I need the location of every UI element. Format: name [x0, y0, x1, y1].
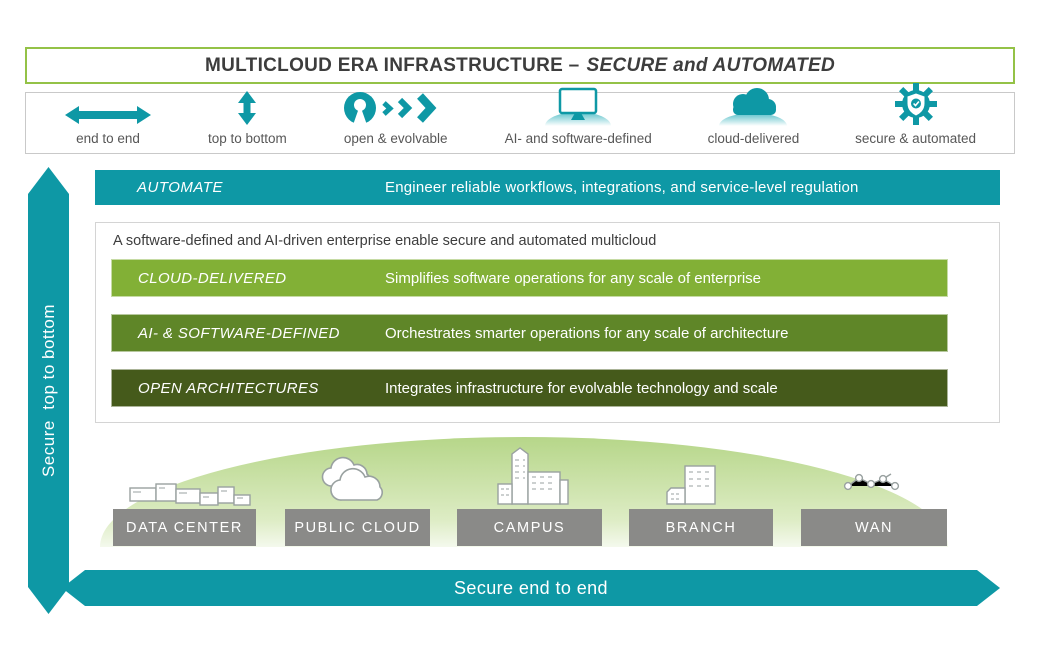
- feature-end-to-end: end to end: [64, 93, 152, 153]
- secure-end-to-end-label: Secure end to end: [454, 577, 608, 598]
- wan-icon: [843, 473, 900, 491]
- feature-label: cloud-delivered: [707, 131, 800, 146]
- domain-label: CAMPUS: [493, 519, 566, 536]
- domain-label: WAN: [854, 519, 894, 536]
- secure-top-to-bottom-arrow: Secure top to bottom: [28, 167, 69, 614]
- domain-wan: WAN: [801, 509, 947, 546]
- public-cloud-icon: [321, 456, 383, 501]
- secure-end-to-end-arrow: Secure end to end: [62, 570, 1000, 606]
- layer-label: OPEN ARCHITECTURES: [138, 379, 319, 397]
- branch-icon: [666, 465, 716, 505]
- automate-description: Engineer reliable workflows, integration…: [385, 179, 859, 196]
- secure-top-to-bottom-label: Secure top to bottom: [38, 303, 58, 478]
- domain-label: BRANCH: [665, 519, 737, 536]
- feature-label: end to end: [76, 131, 140, 146]
- layer-label: CLOUD-DELIVERED: [138, 269, 287, 287]
- data-center-icon: [129, 483, 251, 506]
- domain-label: DATA CENTER: [126, 519, 243, 536]
- feature-secure-automated: secure & automated: [855, 83, 976, 153]
- page-title-main: MULTICLOUD ERA INFRASTRUCTURE –: [205, 54, 580, 76]
- feature-label: secure & automated: [855, 131, 976, 146]
- feature-open-evolvable: open & evolvable: [343, 90, 449, 153]
- domain-campus: CAMPUS: [457, 509, 602, 546]
- automate-label: AUTOMATE: [137, 179, 223, 196]
- campus-icon: [497, 447, 569, 505]
- layer-open-architectures: OPEN ARCHITECTURES Integrates infrastruc…: [111, 369, 948, 407]
- feature-strip: end to end top to bottom: [25, 83, 1015, 154]
- gear-shield-check-icon: [894, 83, 938, 126]
- enterprise-box: A software-defined and AI-driven enterpr…: [95, 222, 1000, 423]
- feature-cloud-delivered: cloud-delivered: [707, 88, 800, 153]
- feature-label: top to bottom: [207, 131, 287, 146]
- page-title-italic: SECURE and AUTOMATED: [586, 54, 835, 76]
- layer-description: Integrates infrastructure for evolvable …: [385, 379, 778, 397]
- feature-ai-software-defined: AI- and software-defined: [504, 87, 652, 153]
- laptop-icon: [542, 87, 614, 126]
- vertical-double-arrow-icon: [237, 90, 257, 126]
- feature-label: open & evolvable: [343, 131, 448, 146]
- layer-description: Simplifies software operations for any s…: [385, 269, 762, 287]
- domain-label: PUBLIC CLOUD: [294, 519, 421, 536]
- automate-bar: AUTOMATE Engineer reliable workflows, in…: [95, 170, 1000, 205]
- layer-cloud-delivered: CLOUD-DELIVERED Simplifies software oper…: [111, 259, 948, 297]
- domain-branch: BRANCH: [629, 509, 773, 546]
- layer-ai-software-defined: AI- & SOFTWARE-DEFINED Orchestrates smar…: [111, 314, 948, 352]
- layer-description: Orchestrates smarter operations for any …: [385, 324, 789, 342]
- open-source-chevrons-icon: [343, 90, 449, 126]
- cloud-icon: [715, 88, 791, 126]
- domain-data-center: DATA CENTER: [113, 509, 256, 546]
- page-title: MULTICLOUD ERA INFRASTRUCTURE – SECURE a…: [25, 47, 1015, 84]
- feature-label: AI- and software-defined: [504, 131, 652, 146]
- enterprise-caption: A software-defined and AI-driven enterpr…: [113, 233, 657, 249]
- layer-label: AI- & SOFTWARE-DEFINED: [138, 324, 340, 342]
- feature-top-to-bottom: top to bottom: [207, 90, 287, 153]
- domain-public-cloud: PUBLIC CLOUD: [285, 509, 430, 546]
- horizontal-double-arrow-icon: [64, 93, 152, 126]
